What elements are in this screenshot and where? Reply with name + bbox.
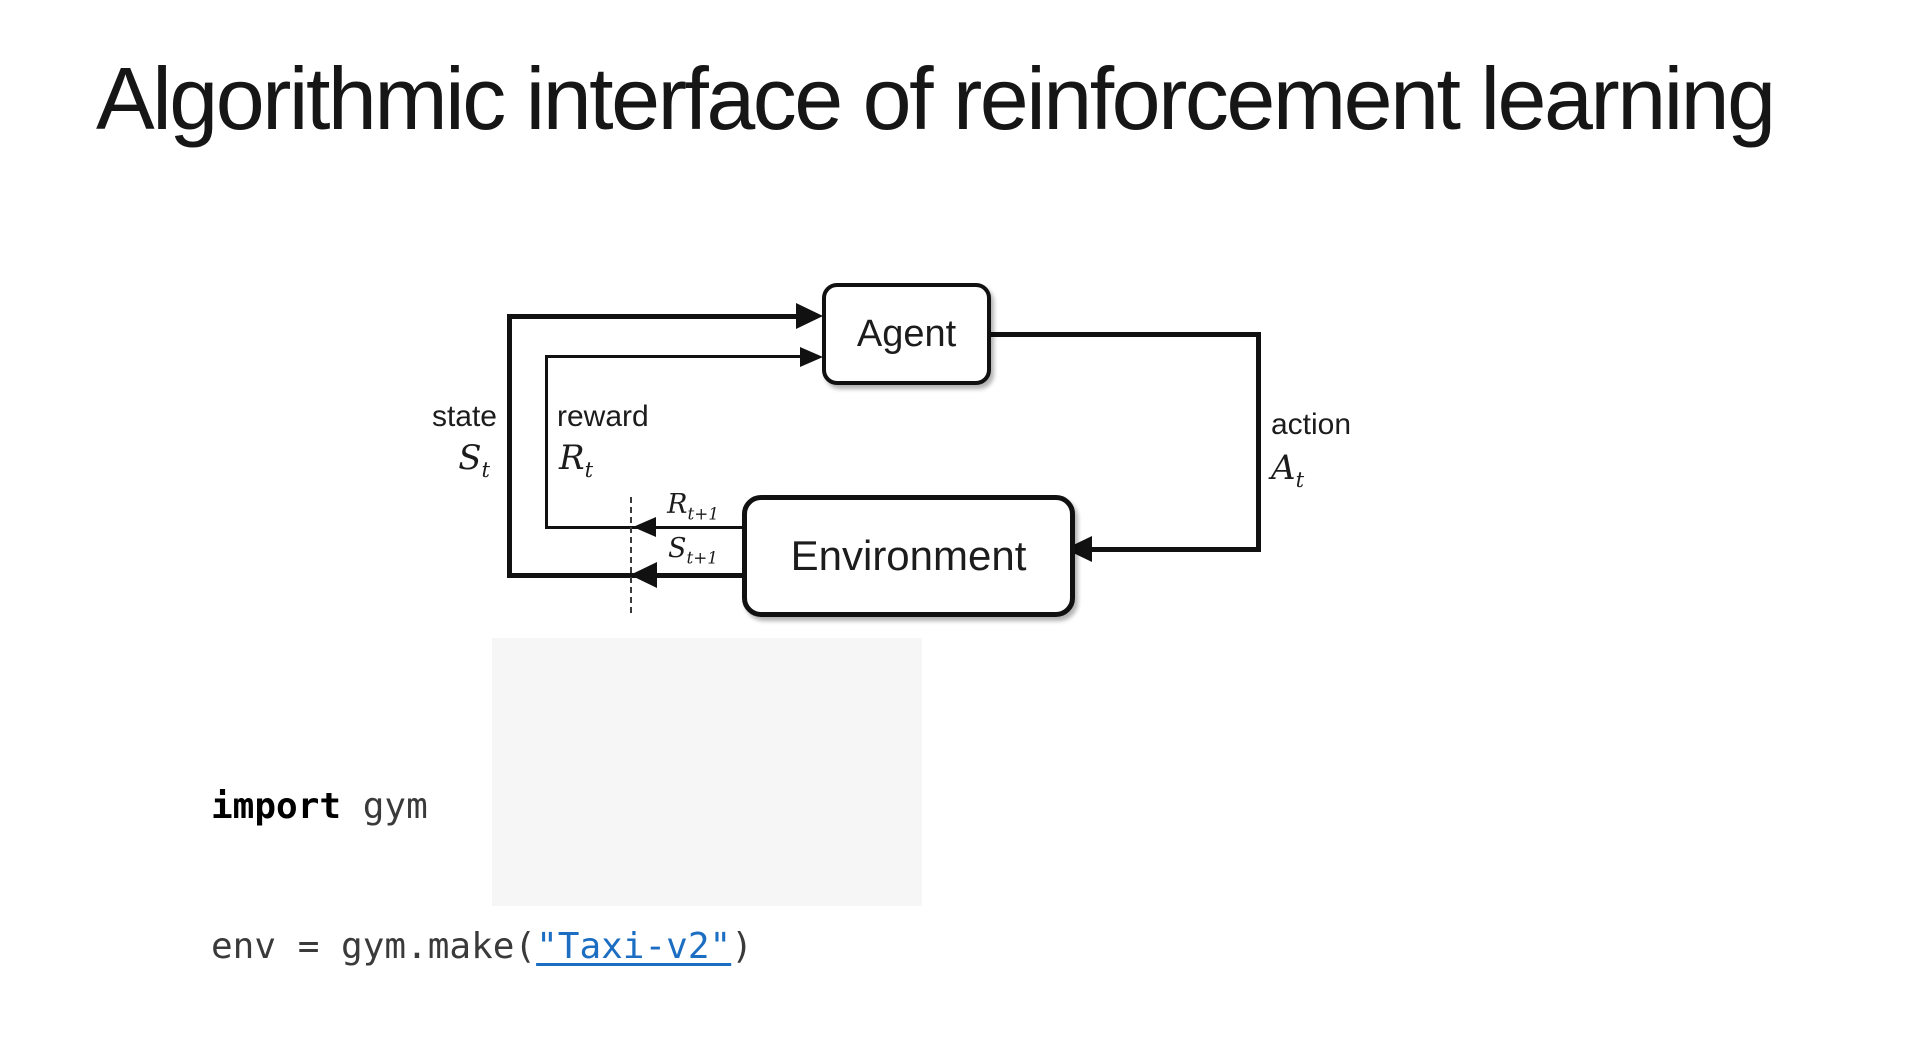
- state-line-bottom: [507, 573, 742, 578]
- action-label: action: [1271, 408, 1352, 441]
- code-line: import gym: [211, 786, 428, 827]
- agent-box: Agent: [822, 283, 991, 385]
- next-state-symbol: St+1: [668, 533, 718, 568]
- taxi-v2-link[interactable]: "Taxi-v2": [536, 925, 732, 967]
- time-step-dashed-line: [630, 497, 632, 613]
- action-symbol: At: [1271, 448, 1305, 492]
- state-symbol: St: [458, 438, 490, 482]
- state-line-left: [507, 314, 512, 578]
- reward-line-left: [545, 355, 548, 529]
- state-line-top: [507, 314, 799, 319]
- code-line: env = gym.make("Taxi-v2"): [211, 925, 753, 967]
- next-reward-arrowhead-icon: [633, 517, 656, 537]
- environment-box: Environment: [742, 495, 1075, 617]
- action-line-top: [983, 332, 1261, 337]
- action-line-bottom: [1085, 547, 1261, 552]
- action-line-right: [1256, 332, 1261, 552]
- reward-line-top: [545, 355, 802, 358]
- state-arrowhead-into-agent-icon: [796, 303, 823, 329]
- environment-label: Environment: [790, 532, 1027, 579]
- reward-label: reward: [557, 400, 649, 433]
- code-snippet: import gym env = gym.make("Taxi-v2") obs…: [211, 691, 1381, 1048]
- next-reward-symbol: Rt+1: [667, 489, 719, 524]
- keyword-import: import: [211, 786, 342, 827]
- reward-symbol: Rt: [559, 438, 594, 482]
- slide-title: Algorithmic interface of reinforcement l…: [96, 49, 1776, 148]
- agent-label: Agent: [856, 312, 957, 355]
- next-state-arrowhead-icon: [630, 562, 657, 588]
- state-label: state: [431, 400, 497, 433]
- reward-arrowhead-into-agent-icon: [800, 347, 823, 367]
